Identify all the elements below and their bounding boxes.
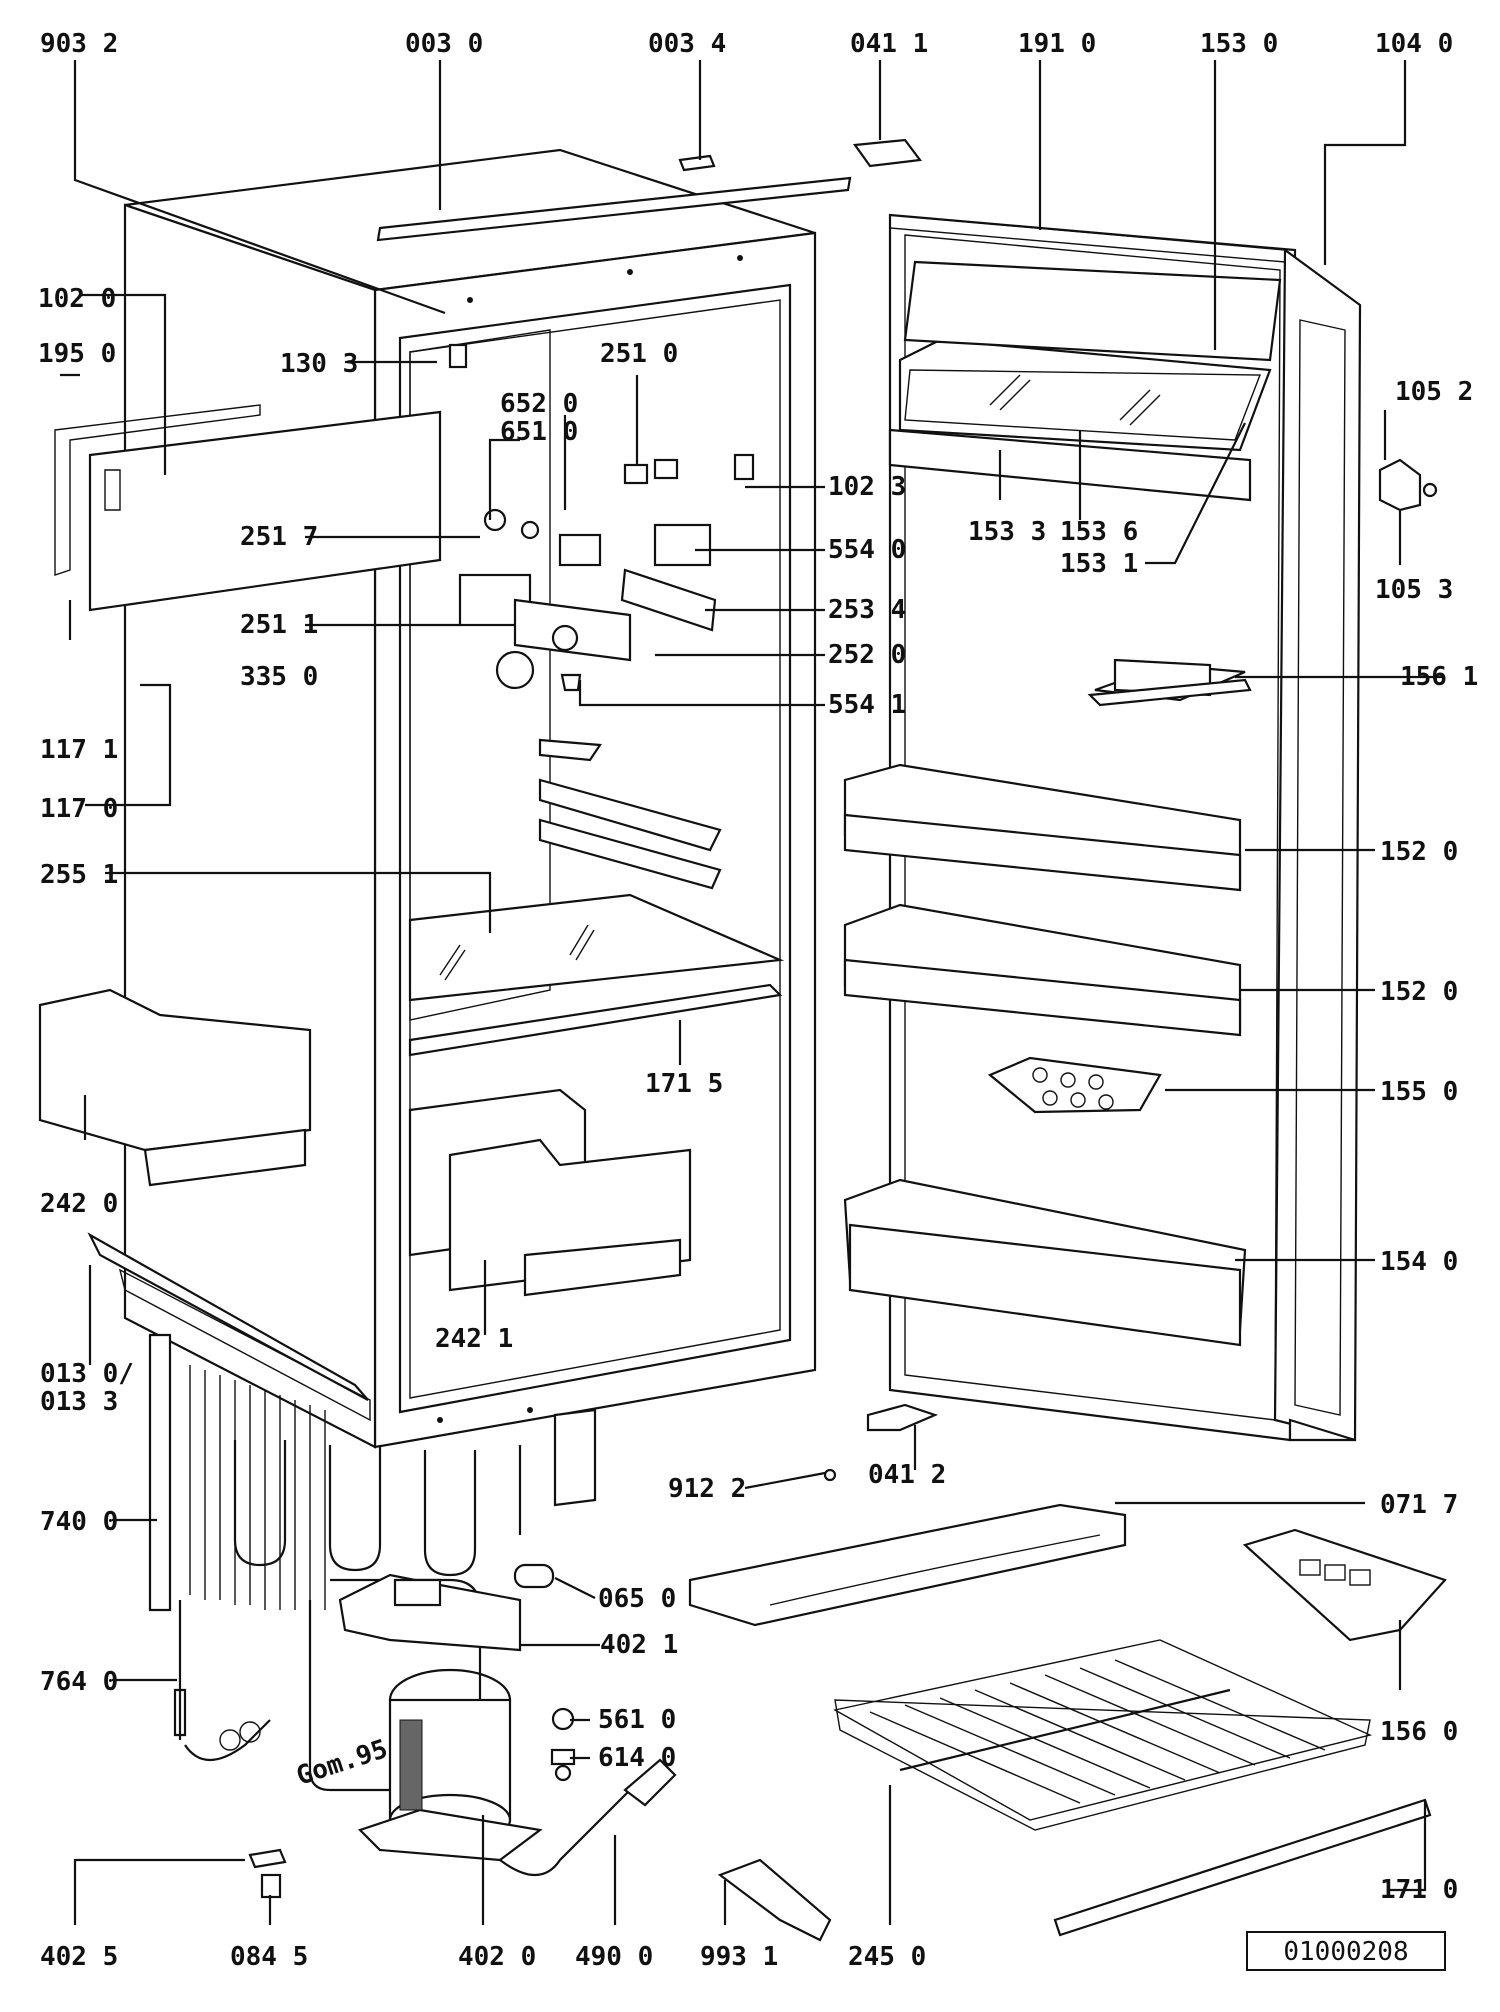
label-335-0: 335 0 — [240, 662, 318, 692]
label-003-0: 003 0 — [405, 29, 483, 59]
label-071-7: 071 7 — [1380, 1490, 1458, 1520]
label-171-5: 171 5 — [645, 1069, 723, 1099]
label-117-1: 117 1 — [40, 735, 118, 765]
filter-dryer — [173, 1600, 271, 1761]
control-cover — [88, 410, 442, 612]
label-652-0: 652 0 — [500, 389, 578, 419]
label-561-0: 561 0 — [598, 1705, 676, 1735]
top-strip — [376, 176, 852, 242]
scraper — [717, 1858, 832, 1942]
label-130-3: 130 3 — [280, 349, 358, 379]
part-labels: 903 2 003 0 003 4 041 1 191 0 153 0 104 … — [38, 29, 1478, 1972]
knob — [495, 650, 535, 690]
label-013-0: 013 0/ — [40, 1359, 134, 1389]
door-rack-1 — [843, 763, 1242, 892]
label-253-4: 253 4 — [828, 595, 906, 625]
ice-tray — [1242, 1528, 1447, 1642]
compressor-marking: Gom.95 — [293, 1734, 392, 1792]
label-740-0: 740 0 — [40, 1507, 118, 1537]
label-614-0: 614 0 — [598, 1743, 676, 1773]
label-041-1: 041 1 — [850, 29, 928, 59]
label-191-0: 191 0 — [1018, 29, 1096, 59]
mounting-clip — [248, 1848, 287, 1869]
label-242-0: 242 0 — [40, 1189, 118, 1219]
label-402-1: 402 1 — [600, 1630, 678, 1660]
label-245-0: 245 0 — [848, 1942, 926, 1972]
butter-dish — [1087, 658, 1252, 707]
label-156-0: 156 0 — [1380, 1717, 1458, 1747]
label-251-7: 251 7 — [240, 522, 318, 552]
label-903-2: 903 2 — [40, 29, 118, 59]
label-153-3: 153 3 — [968, 517, 1046, 547]
label-065-0: 065 0 — [598, 1584, 676, 1614]
bottom-hinge — [1378, 458, 1422, 512]
compressor: Gom.95 — [293, 1668, 543, 1862]
drawing-number: 01000208 — [1283, 1937, 1408, 1967]
label-195-0: 195 0 — [38, 339, 116, 369]
label-764-0: 764 0 — [40, 1667, 118, 1697]
label-152-0-bottom: 152 0 — [1380, 977, 1458, 1007]
wire-shelf — [833, 1639, 1373, 1831]
label-554-0: 554 0 — [828, 535, 906, 565]
label-255-1: 255 1 — [40, 860, 118, 890]
label-104-0: 104 0 — [1375, 29, 1453, 59]
crisper-left — [38, 988, 312, 1152]
power-cord — [499, 1789, 631, 1876]
leader-lines — [60, 60, 1445, 1925]
top-hinge — [853, 138, 923, 168]
label-554-1: 554 1 — [828, 690, 906, 720]
bottle-rack — [843, 1178, 1247, 1347]
bottom-grille — [87, 1232, 369, 1401]
hinge-bracket — [866, 1403, 939, 1432]
label-252-0: 252 0 — [828, 640, 906, 670]
label-651-0: 651 0 — [500, 417, 578, 447]
rubber-grommet — [513, 1563, 555, 1589]
door-rack-2 — [843, 903, 1242, 1037]
label-402-0: 402 0 — [458, 1942, 536, 1972]
egg-tray — [987, 1056, 1162, 1114]
label-105-2: 105 2 — [1395, 377, 1473, 407]
label-084-5: 084 5 — [230, 1942, 308, 1972]
glass-shelf — [408, 893, 785, 1002]
dairy-compartment — [898, 338, 1272, 452]
label-117-0: 117 0 — [40, 794, 118, 824]
condenser — [148, 1333, 597, 1612]
shelf-strip — [408, 983, 783, 1057]
label-242-1: 242 1 — [435, 1324, 513, 1354]
top-clip — [678, 154, 716, 172]
glass-shelf-trim — [1053, 1798, 1432, 1937]
label-102-3: 102 3 — [828, 472, 906, 502]
foot — [260, 1873, 282, 1899]
label-251-0: 251 0 — [600, 339, 678, 369]
label-153-6: 153 6 — [1060, 517, 1138, 547]
label-105-3: 105 3 — [1375, 575, 1453, 605]
label-171-0: 171 0 — [1380, 1875, 1458, 1905]
label-003-4: 003 4 — [648, 29, 726, 59]
label-490-0: 490 0 — [575, 1942, 653, 1972]
label-154-0: 154 0 — [1380, 1247, 1458, 1277]
compressor-bracket — [338, 1573, 522, 1652]
label-993-1: 993 1 — [700, 1942, 778, 1972]
label-153-0: 153 0 — [1200, 29, 1278, 59]
label-102-0: 102 0 — [38, 284, 116, 314]
seal-frame — [54, 404, 261, 576]
label-155-0: 155 0 — [1380, 1077, 1458, 1107]
handle-bar — [688, 1503, 1127, 1627]
label-402-5: 402 5 — [40, 1942, 118, 1972]
screw — [823, 1468, 837, 1482]
label-251-1: 251 1 — [240, 610, 318, 640]
label-156-1: 156 1 — [1400, 662, 1478, 692]
label-153-1: 153 1 — [1060, 549, 1138, 579]
drawing-reference: 01000208 — [1246, 1931, 1446, 1971]
label-041-2: 041 2 — [868, 1460, 946, 1490]
lamp-cover — [448, 343, 468, 369]
label-912-2: 912 2 — [668, 1474, 746, 1504]
label-013-3: 013 3 — [40, 1387, 118, 1417]
label-152-0-top: 152 0 — [1380, 837, 1458, 867]
